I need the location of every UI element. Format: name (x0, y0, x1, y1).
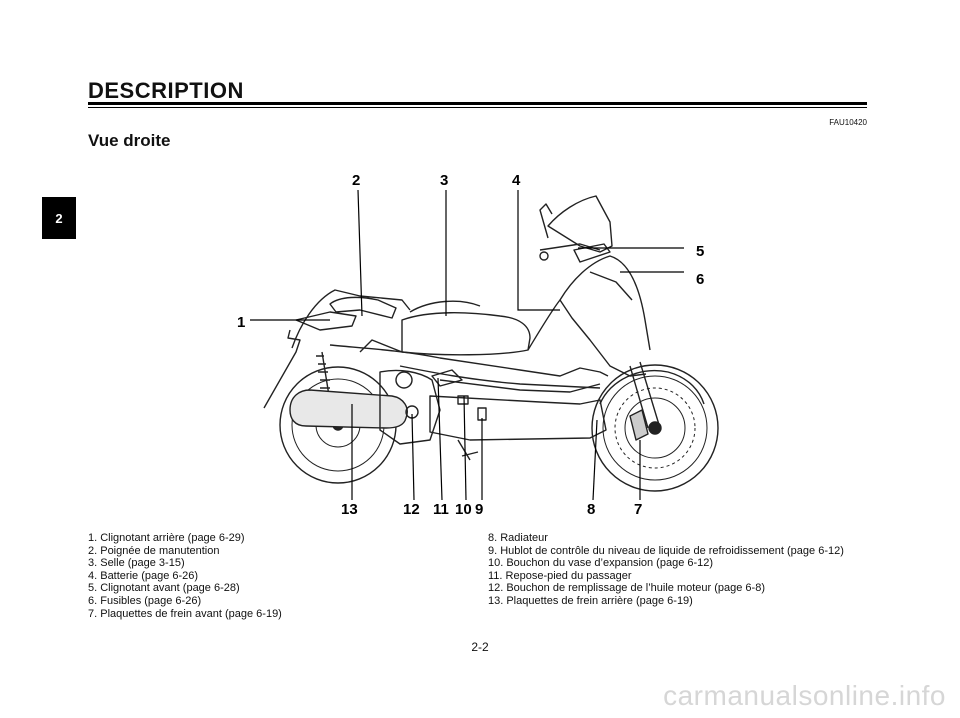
callout-13: 13 (341, 501, 358, 518)
callout-7: 7 (634, 501, 642, 518)
callout-5: 5 (696, 243, 704, 260)
page-title: DESCRIPTION (88, 78, 244, 103)
page-number: 2-2 (471, 640, 489, 654)
legend-left: 1. Clignotant arrière (page 6-29) 2. Poi… (88, 532, 282, 620)
front-turn-signal (573, 243, 611, 263)
callout-8: 8 (587, 501, 595, 518)
legend-item: 3. Selle (page 3-15) (88, 557, 185, 570)
engine (379, 369, 441, 445)
callout-11: 11 (433, 501, 449, 518)
grab-handle (329, 296, 397, 319)
front-wheel (591, 364, 719, 492)
callout-1: 1 (237, 314, 245, 331)
legend-item: 11. Repose-pied du passager (488, 569, 632, 582)
callout-9: 9 (475, 501, 483, 518)
callout-6: 6 (696, 271, 704, 288)
windscreen (547, 195, 613, 253)
legend-item: 12. Bouchon de remplissage de l’huile mo… (488, 582, 765, 595)
legend-right: 8. Radiateur 9. Hublot de contrôle du ni… (488, 532, 844, 608)
mirror (539, 203, 553, 239)
seat (401, 312, 531, 356)
legend-item: 10. Bouchon du vase d’expansion (page 6-… (488, 557, 714, 570)
legend-item: 2. Poignée de manutention (88, 544, 220, 557)
legend-item: 9. Hublot de contrôle du niveau de liqui… (488, 544, 844, 557)
legend-item: 6. Fusibles (page 6-26) (88, 594, 202, 607)
front-brake-caliper (629, 409, 649, 441)
chapter-tab: 2 (42, 197, 76, 239)
rear-turn-signal (295, 311, 357, 331)
legend-item: 8. Radiateur (488, 532, 548, 544)
doc-code: FAU10420 (829, 118, 867, 127)
muffler (289, 389, 408, 429)
title-rule-thin (88, 107, 867, 108)
title-rule-thick (88, 102, 867, 105)
legend-item: 1. Clignotant arrière (page 6-29) (88, 532, 245, 544)
legend-item: 5. Clignotant avant (page 6-28) (88, 582, 240, 595)
callout-12: 12 (403, 501, 420, 518)
watermark: carmanualsonline.info (663, 680, 946, 711)
section-title: Vue droite (88, 131, 171, 150)
legend-item: 13. Plaquettes de frein arrière (page 6-… (488, 594, 693, 607)
legend-item: 4. Batterie (page 6-26) (88, 569, 199, 582)
callout-4: 4 (512, 172, 521, 189)
passenger-footrest (431, 369, 463, 387)
callout-10: 10 (455, 501, 472, 518)
callout-2: 2 (352, 172, 360, 189)
legend-item: 7. Plaquettes de frein avant (page 6-19) (88, 607, 282, 620)
floorboard (429, 395, 607, 441)
callout-3: 3 (440, 172, 448, 189)
